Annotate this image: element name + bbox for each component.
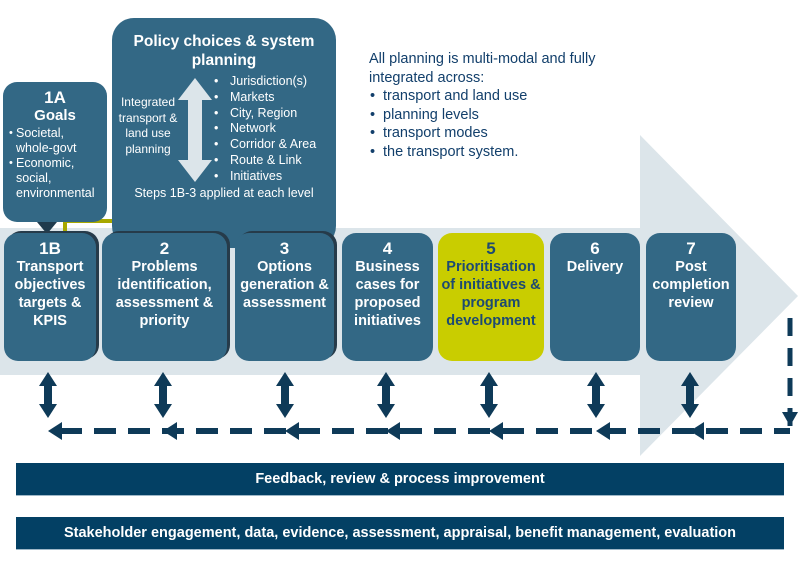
note-intro: All planning is multi-modal and fully in… [369,51,596,86]
planning-level-item: Markets [214,90,316,106]
planning-level-item: City, Region [214,106,316,122]
integrated-planning-label: Integrated transport & land use planning [118,95,178,156]
policy-title: Policy choices & system planning [133,33,315,69]
planning-level-item: Initiatives [214,169,316,185]
goal-item: whole-govt [16,141,77,155]
planning-level-item: Corridor & Area [214,137,316,153]
step-number: 5 [486,239,496,258]
step-number: 6 [590,239,600,258]
integration-note: All planning is multi-modal and fully in… [369,50,629,161]
step-label: Business cases for proposed initiatives [354,259,421,329]
note-item: planning levels [369,106,629,125]
step-label: Post completion review [652,259,730,311]
step-label: Transport objectives targets & KPIS [14,259,86,329]
step-number: 7 [686,239,696,258]
step-label: Problems identification, assessment & pr… [115,259,214,329]
planning-level-item: Jurisdiction(s) [214,74,316,90]
goal-item: Societal, [9,126,107,141]
step-6-box[interactable]: 6 Delivery [550,233,640,361]
left-arrowhead [48,422,62,440]
goals-list: Societal, whole-govt Economic, social, e… [9,126,107,201]
double-arrow-connector [39,372,57,418]
policy-box: Policy choices & system planning Integra… [112,18,336,248]
step-number: 2 [159,239,170,258]
step-4-box[interactable]: 4 Business cases for proposed initiative… [342,233,433,361]
planning-levels-list: Jurisdiction(s) Markets City, Region Net… [214,74,316,185]
step-number: 1B [39,239,61,258]
left-arrowhead [489,422,503,440]
note-item: transport modes [369,124,629,143]
step-number: 3 [279,239,290,258]
step-5-box[interactable]: 5 Prioritisation of initiatives & progra… [438,233,544,361]
left-arrowhead [386,422,400,440]
step-1b-box[interactable]: 1B Transport objectives targets & KPIS [4,233,96,361]
goals-title: Goals [34,107,76,124]
step-3-box[interactable]: 3 Options generation & assessment [235,233,334,361]
double-arrow-connector [480,372,498,418]
double-arrow-connector [154,372,172,418]
goals-number: 1A [44,88,66,107]
note-item: the transport system. [369,143,629,162]
planning-level-item: Route & Link [214,153,316,169]
planning-level-item: Network [214,121,316,137]
left-arrowhead [690,422,704,440]
down-arrowhead [782,412,798,426]
goal-item: social, [16,171,52,185]
feedback-band: Feedback, review & process improvement [16,463,784,496]
step-2-box[interactable]: 2 Problems identification, assessment & … [102,233,227,361]
step-7-box[interactable]: 7 Post completion review [646,233,736,361]
left-arrowhead [596,422,610,440]
double-arrow-connector [276,372,294,418]
stakeholder-band: Stakeholder engagement, data, evidence, … [16,517,784,550]
double-arrow-connector [681,372,699,418]
double-arrow-icon [178,78,212,182]
note-item: transport and land use [369,87,629,106]
goal-item: environmental [16,186,95,200]
left-arrowhead [163,422,177,440]
double-arrow-connector [377,372,395,418]
double-arrow-connector [587,372,605,418]
goal-item: Economic, [9,156,107,171]
goals-box: 1A Goals Societal, whole-govt Economic, … [3,82,107,222]
steps-note: Steps 1B-3 applied at each level [134,186,314,200]
step-label: Delivery [566,259,624,275]
step-number: 4 [382,239,393,258]
left-arrowhead [285,422,299,440]
step-label: Options generation & assessment [240,259,329,311]
step-label: Prioritisation of initiatives & program … [441,259,541,329]
